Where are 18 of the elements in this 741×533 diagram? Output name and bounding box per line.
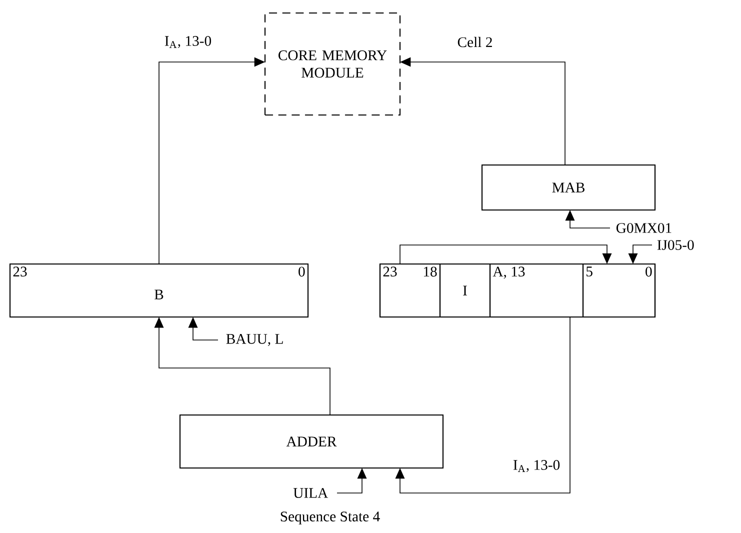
signal-label: BAUU, L (224, 332, 286, 348)
register-box: MAB (481, 164, 656, 211)
signal-label: I$_{A}$, 13-0 (512, 458, 562, 474)
signal-label: Cell 2 (456, 36, 494, 48)
adder-box: ADDER (179, 414, 444, 469)
register-field: A, 13 (489, 263, 584, 318)
register-field: 5 0 (582, 263, 656, 318)
register-box: B 23 0 (9, 263, 309, 318)
arrow (400, 244, 612, 264)
caption: Sequence State 4 (280, 512, 380, 524)
signal-label: I$_{A}$, 13-0 (163, 34, 213, 50)
signal-label: UILA (292, 486, 330, 500)
arrow (395, 316, 570, 494)
signal-label: IJ05-0 (656, 238, 696, 252)
memory-module-box: CORE MEMORY MODULE (264, 12, 401, 116)
signal-label: G0MX01 (614, 222, 674, 234)
register-field: I (439, 263, 491, 318)
register-field: 23 18 (379, 263, 441, 318)
